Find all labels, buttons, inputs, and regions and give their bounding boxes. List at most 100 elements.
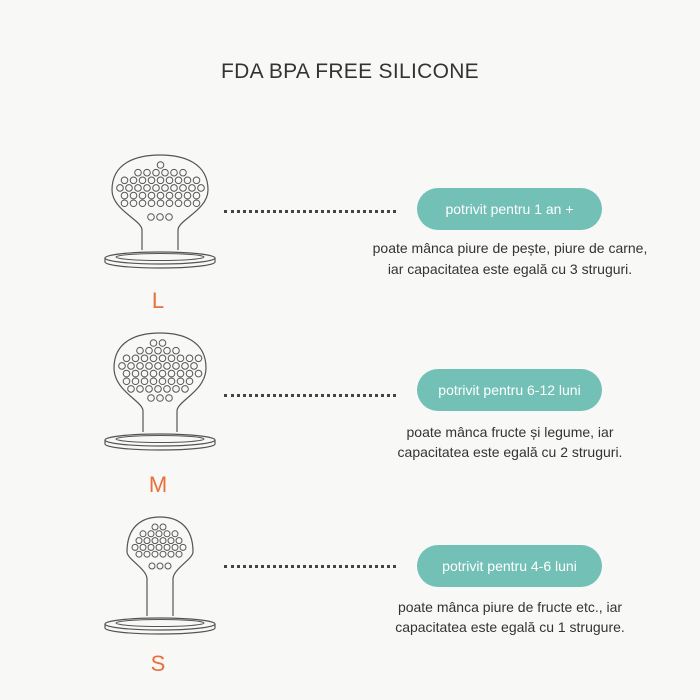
nipple-l-illustration — [104, 154, 216, 269]
hole — [138, 191, 147, 200]
nipple-base-inner — [115, 619, 205, 627]
hole — [172, 362, 180, 370]
hole — [185, 377, 194, 386]
hole — [120, 191, 129, 200]
hole — [181, 385, 189, 393]
size-label-l: L — [151, 288, 165, 313]
hole — [149, 377, 158, 386]
hole — [179, 543, 187, 551]
hole — [156, 176, 165, 185]
hole — [120, 176, 129, 185]
hole — [140, 354, 149, 363]
hole — [149, 354, 158, 363]
hole — [172, 346, 180, 355]
age-badge-s: potrivit pentru 4-6 luni — [417, 545, 602, 587]
hole — [179, 168, 187, 177]
hole — [154, 362, 162, 370]
hole — [181, 362, 189, 370]
hole — [163, 530, 171, 538]
hole — [174, 176, 183, 185]
hole — [152, 168, 160, 177]
hole — [122, 354, 131, 363]
hole — [147, 191, 156, 200]
description-s-line2: capacitatea este egală cu 1 strugure. — [395, 619, 625, 635]
hole — [147, 213, 155, 221]
hole — [140, 369, 149, 378]
hole — [176, 377, 185, 386]
hole — [194, 354, 203, 363]
hole — [147, 543, 155, 551]
hole — [159, 523, 167, 531]
hole — [185, 369, 194, 378]
hole — [163, 362, 171, 370]
hole — [167, 377, 176, 386]
description-m-line2: capacitatea este egală cu 2 struguri. — [397, 444, 623, 460]
hole — [156, 213, 164, 221]
hole — [172, 385, 180, 393]
hole — [140, 377, 149, 386]
hole — [136, 346, 144, 355]
hole — [155, 543, 163, 551]
hole — [131, 354, 140, 363]
hole — [183, 176, 192, 185]
hole — [122, 377, 131, 386]
nipple-base-inner — [115, 435, 205, 443]
nipple-base-edge — [104, 440, 216, 451]
hole — [183, 199, 192, 208]
hole — [156, 394, 164, 402]
hole — [129, 191, 138, 200]
hole — [143, 537, 151, 545]
hole — [179, 184, 187, 192]
age-badge-l: potrivit pentru 1 an + — [417, 188, 602, 230]
hole — [175, 550, 183, 558]
hole — [136, 385, 144, 393]
hole — [167, 550, 175, 558]
hole — [149, 339, 158, 347]
nipple-base-edge — [104, 258, 216, 269]
hole — [197, 184, 205, 192]
hole — [145, 346, 153, 355]
hole — [161, 168, 169, 177]
hole — [139, 530, 147, 538]
hole — [151, 537, 159, 545]
hole — [127, 362, 135, 370]
hole — [154, 346, 162, 355]
nipple-outline — [111, 154, 209, 250]
hole — [158, 339, 167, 347]
hole — [138, 176, 147, 185]
hole — [134, 184, 142, 192]
hole — [171, 543, 179, 551]
hole — [156, 191, 165, 200]
hole — [183, 191, 192, 200]
nipple-base-edge — [104, 624, 216, 635]
hole — [171, 530, 179, 538]
hole — [194, 369, 203, 378]
hole — [147, 394, 155, 402]
hole — [165, 199, 174, 208]
hole — [167, 537, 175, 545]
dotted-connector — [224, 394, 396, 397]
hole — [120, 199, 129, 208]
dotted-connector — [224, 210, 396, 213]
hole — [147, 176, 156, 185]
hole — [147, 199, 156, 208]
nipple-s-illustration — [104, 516, 216, 635]
dotted-connector — [224, 565, 396, 568]
hole — [131, 369, 140, 378]
hole — [122, 369, 131, 378]
hole — [134, 168, 142, 177]
size-label-s: S — [150, 651, 166, 676]
hole — [145, 362, 153, 370]
hole — [190, 362, 198, 370]
hole — [192, 191, 201, 200]
hole — [163, 543, 171, 551]
description-l-line2: iar capacitatea este egală cu 3 struguri… — [387, 261, 633, 277]
hole — [139, 543, 147, 551]
hole — [158, 369, 167, 378]
hole — [158, 377, 167, 386]
hole — [165, 191, 174, 200]
nipple-outline — [126, 516, 194, 616]
hole — [156, 161, 165, 169]
hole — [154, 385, 162, 393]
hole — [143, 184, 151, 192]
